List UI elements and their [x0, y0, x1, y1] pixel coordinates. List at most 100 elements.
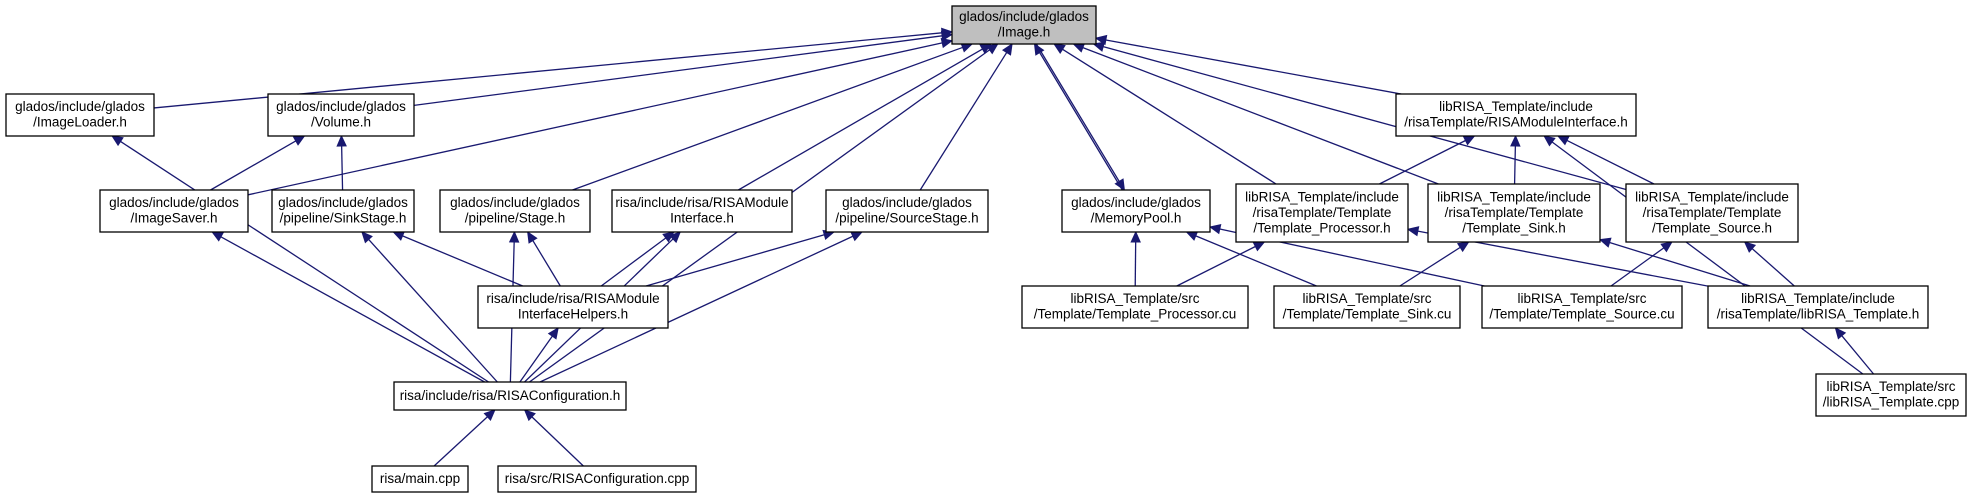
edge-librisah-to-tplsink: [1609, 241, 1751, 287]
edge-sinkstage-to-volume: [340, 145, 344, 191]
arrowhead-moduleiface: [1556, 135, 1570, 146]
node-image[interactable]: glados/include/glados/Image.h: [951, 5, 1097, 45]
arrowhead-stage: [508, 230, 520, 243]
node-label-line: /libRISA_Template.cpp: [1823, 395, 1960, 410]
edge-tplsinkcu-to-tplsink: [1399, 246, 1461, 287]
node-tplprocessorcu[interactable]: libRISA_Template/src/Template/Template_P…: [1021, 285, 1249, 329]
edge-tplprocessor-to-moduleiface: [1379, 139, 1466, 185]
node-memorypool[interactable]: glados/include/glados/MemoryPool.h: [1061, 189, 1211, 233]
node-box: [611, 189, 793, 233]
node-risamodiface[interactable]: risa/include/risa/RISAModuleInterface.h: [611, 189, 793, 233]
edge-helpers-to-stage: [532, 240, 561, 287]
node-label-line: glados/include/glados: [15, 99, 145, 114]
arrowhead-risaconfig: [483, 409, 496, 421]
node-sinkstage[interactable]: glados/include/glados/pipeline/SinkStage…: [271, 189, 415, 233]
node-tplprocessor[interactable]: libRISA_Template/include/risaTemplate/Te…: [1235, 183, 1409, 243]
arrowhead-moduleiface: [1462, 135, 1476, 146]
node-imageloader[interactable]: glados/include/glados/ImageLoader.h: [5, 93, 155, 137]
edge-moduleiface-to-image: [1105, 39, 1402, 95]
node-tplsource[interactable]: libRISA_Template/include/risaTemplate/Te…: [1625, 183, 1799, 243]
arrowhead-image: [940, 30, 954, 42]
edge-tplsinkcu-to-memorypool: [1195, 235, 1317, 287]
edge-helpers-to-sinkstage: [402, 235, 523, 287]
node-label-line: libRISA_Template/include: [1635, 189, 1789, 204]
node-box: [5, 93, 155, 137]
arrowhead-sourcestage: [850, 231, 864, 242]
arrowhead-tplprocessor: [1406, 226, 1420, 237]
node-label-line: glados/include/glados: [109, 195, 239, 210]
node-label-line: glados/include/glados: [1071, 195, 1201, 210]
node-box: [951, 5, 1097, 45]
arrowhead-image: [986, 43, 999, 55]
node-label-line: glados/include/glados: [276, 99, 406, 114]
node-imagesaver[interactable]: glados/include/glados/ImageSaver.h: [99, 189, 249, 233]
node-librisacpp[interactable]: libRISA_Template/src/libRISA_Template.cp…: [1815, 373, 1967, 417]
node-label-line: libRISA_Template/include: [1741, 291, 1895, 306]
node-volume[interactable]: glados/include/glados/Volume.h: [267, 93, 415, 137]
edge-image-to-memorypool: [1035, 43, 1120, 182]
edge-risamodiface-to-image: [738, 48, 983, 191]
arrowhead-image: [1001, 42, 1013, 56]
edge-risaconfig-to-helpers: [519, 335, 553, 383]
edge-librisacpp-to-librisah: [1841, 335, 1875, 375]
arrowhead-image: [1053, 43, 1066, 55]
node-box: [1481, 285, 1683, 329]
node-label-line: libRISA_Template/src: [1070, 291, 1199, 306]
node-box: [99, 189, 249, 233]
edge-risaconfig-to-imagesaver: [220, 236, 485, 383]
node-maincpp[interactable]: risa/main.cpp: [371, 465, 469, 493]
edge-helpers-to-risamodiface: [600, 237, 667, 287]
node-sourcestage[interactable]: glados/include/glados/pipeline/SourceSta…: [825, 189, 989, 233]
node-risaconfig[interactable]: risa/include/risa/RISAConfiguration.h: [393, 381, 627, 411]
node-tplsinkcu[interactable]: libRISA_Template/src/Template/Template_S…: [1273, 285, 1461, 329]
edge-memorypool-to-image: [1039, 52, 1123, 191]
node-label-line: libRISA_Template/include: [1245, 189, 1399, 204]
edge-tplprocessor-to-image: [1062, 48, 1277, 185]
arrowhead-memorypool: [1130, 230, 1141, 243]
edge-librisacpp-to-moduleiface: [1551, 141, 1864, 375]
edge-tplsource-to-image: [1103, 46, 1627, 191]
node-layer: glados/include/glados/Image.hglados/incl…: [5, 5, 1967, 493]
node-label-line: /Image.h: [998, 25, 1051, 40]
node-box: [1061, 189, 1211, 233]
arrowhead-tplsink: [1598, 237, 1612, 248]
node-label-line: risa/include/risa/RISAConfiguration.h: [400, 388, 621, 403]
arrowhead-memorypool: [1208, 223, 1222, 235]
node-tplsourcecu[interactable]: libRISA_Template/src/Template/Template_S…: [1481, 285, 1683, 329]
node-box: [477, 285, 669, 329]
arrowhead-sinkstage: [392, 231, 406, 241]
node-label-line: libRISA_Template/src: [1517, 291, 1646, 306]
edge-imagesaver-to-volume: [210, 140, 297, 191]
arrowhead-tplsource: [1660, 241, 1673, 253]
node-tplsink[interactable]: libRISA_Template/include/risaTemplate/Te…: [1427, 183, 1601, 243]
node-label-line: risa/include/risa/RISAModule: [615, 195, 788, 210]
node-risaconfigcpp[interactable]: risa/src/RISAConfiguration.cpp: [497, 465, 697, 493]
node-box: [271, 189, 415, 233]
node-label-line: risa/main.cpp: [380, 471, 460, 486]
edge-tplprocessorcu-to-tplprocessor: [1176, 245, 1256, 287]
node-helpers[interactable]: risa/include/risa/RISAModuleInterfaceHel…: [477, 285, 669, 329]
node-label-line: /Template_Sink.h: [1462, 220, 1566, 235]
node-label-line: /pipeline/SinkStage.h: [280, 211, 407, 226]
edge-stage-to-image: [572, 46, 963, 191]
arrowhead-tplprocessor: [1252, 241, 1266, 252]
node-label-line: /risaTemplate/Template: [1643, 205, 1782, 220]
edge-helpers-to-sourcestage: [645, 234, 825, 287]
node-label-line: Interface.h: [670, 211, 734, 226]
node-label-line: glados/include/glados: [959, 9, 1089, 24]
node-box: [1395, 93, 1637, 137]
arrowhead-moduleiface: [1543, 135, 1556, 147]
edge-volume-to-image: [413, 35, 943, 107]
edge-tplsource-to-moduleiface: [1566, 139, 1655, 185]
node-stage[interactable]: glados/include/glados/pipeline/Stage.h: [439, 189, 591, 233]
node-label-line: /pipeline/SourceStage.h: [835, 211, 978, 226]
node-librisah[interactable]: libRISA_Template/include/risaTemplate/li…: [1707, 285, 1929, 329]
arrowhead-volume: [336, 134, 347, 147]
node-moduleiface[interactable]: libRISA_Template/include/risaTemplate/RI…: [1395, 93, 1637, 137]
node-label-line: /Template_Source.h: [1652, 220, 1772, 235]
node-label-line: /risaTemplate/libRISA_Template.h: [1717, 307, 1920, 322]
arrowhead-imageloader: [111, 135, 124, 147]
node-label-line: /ImageLoader.h: [33, 115, 127, 130]
edge-tplsourcecu-to-tplsource: [1610, 247, 1665, 287]
node-label-line: glados/include/glados: [450, 195, 580, 210]
